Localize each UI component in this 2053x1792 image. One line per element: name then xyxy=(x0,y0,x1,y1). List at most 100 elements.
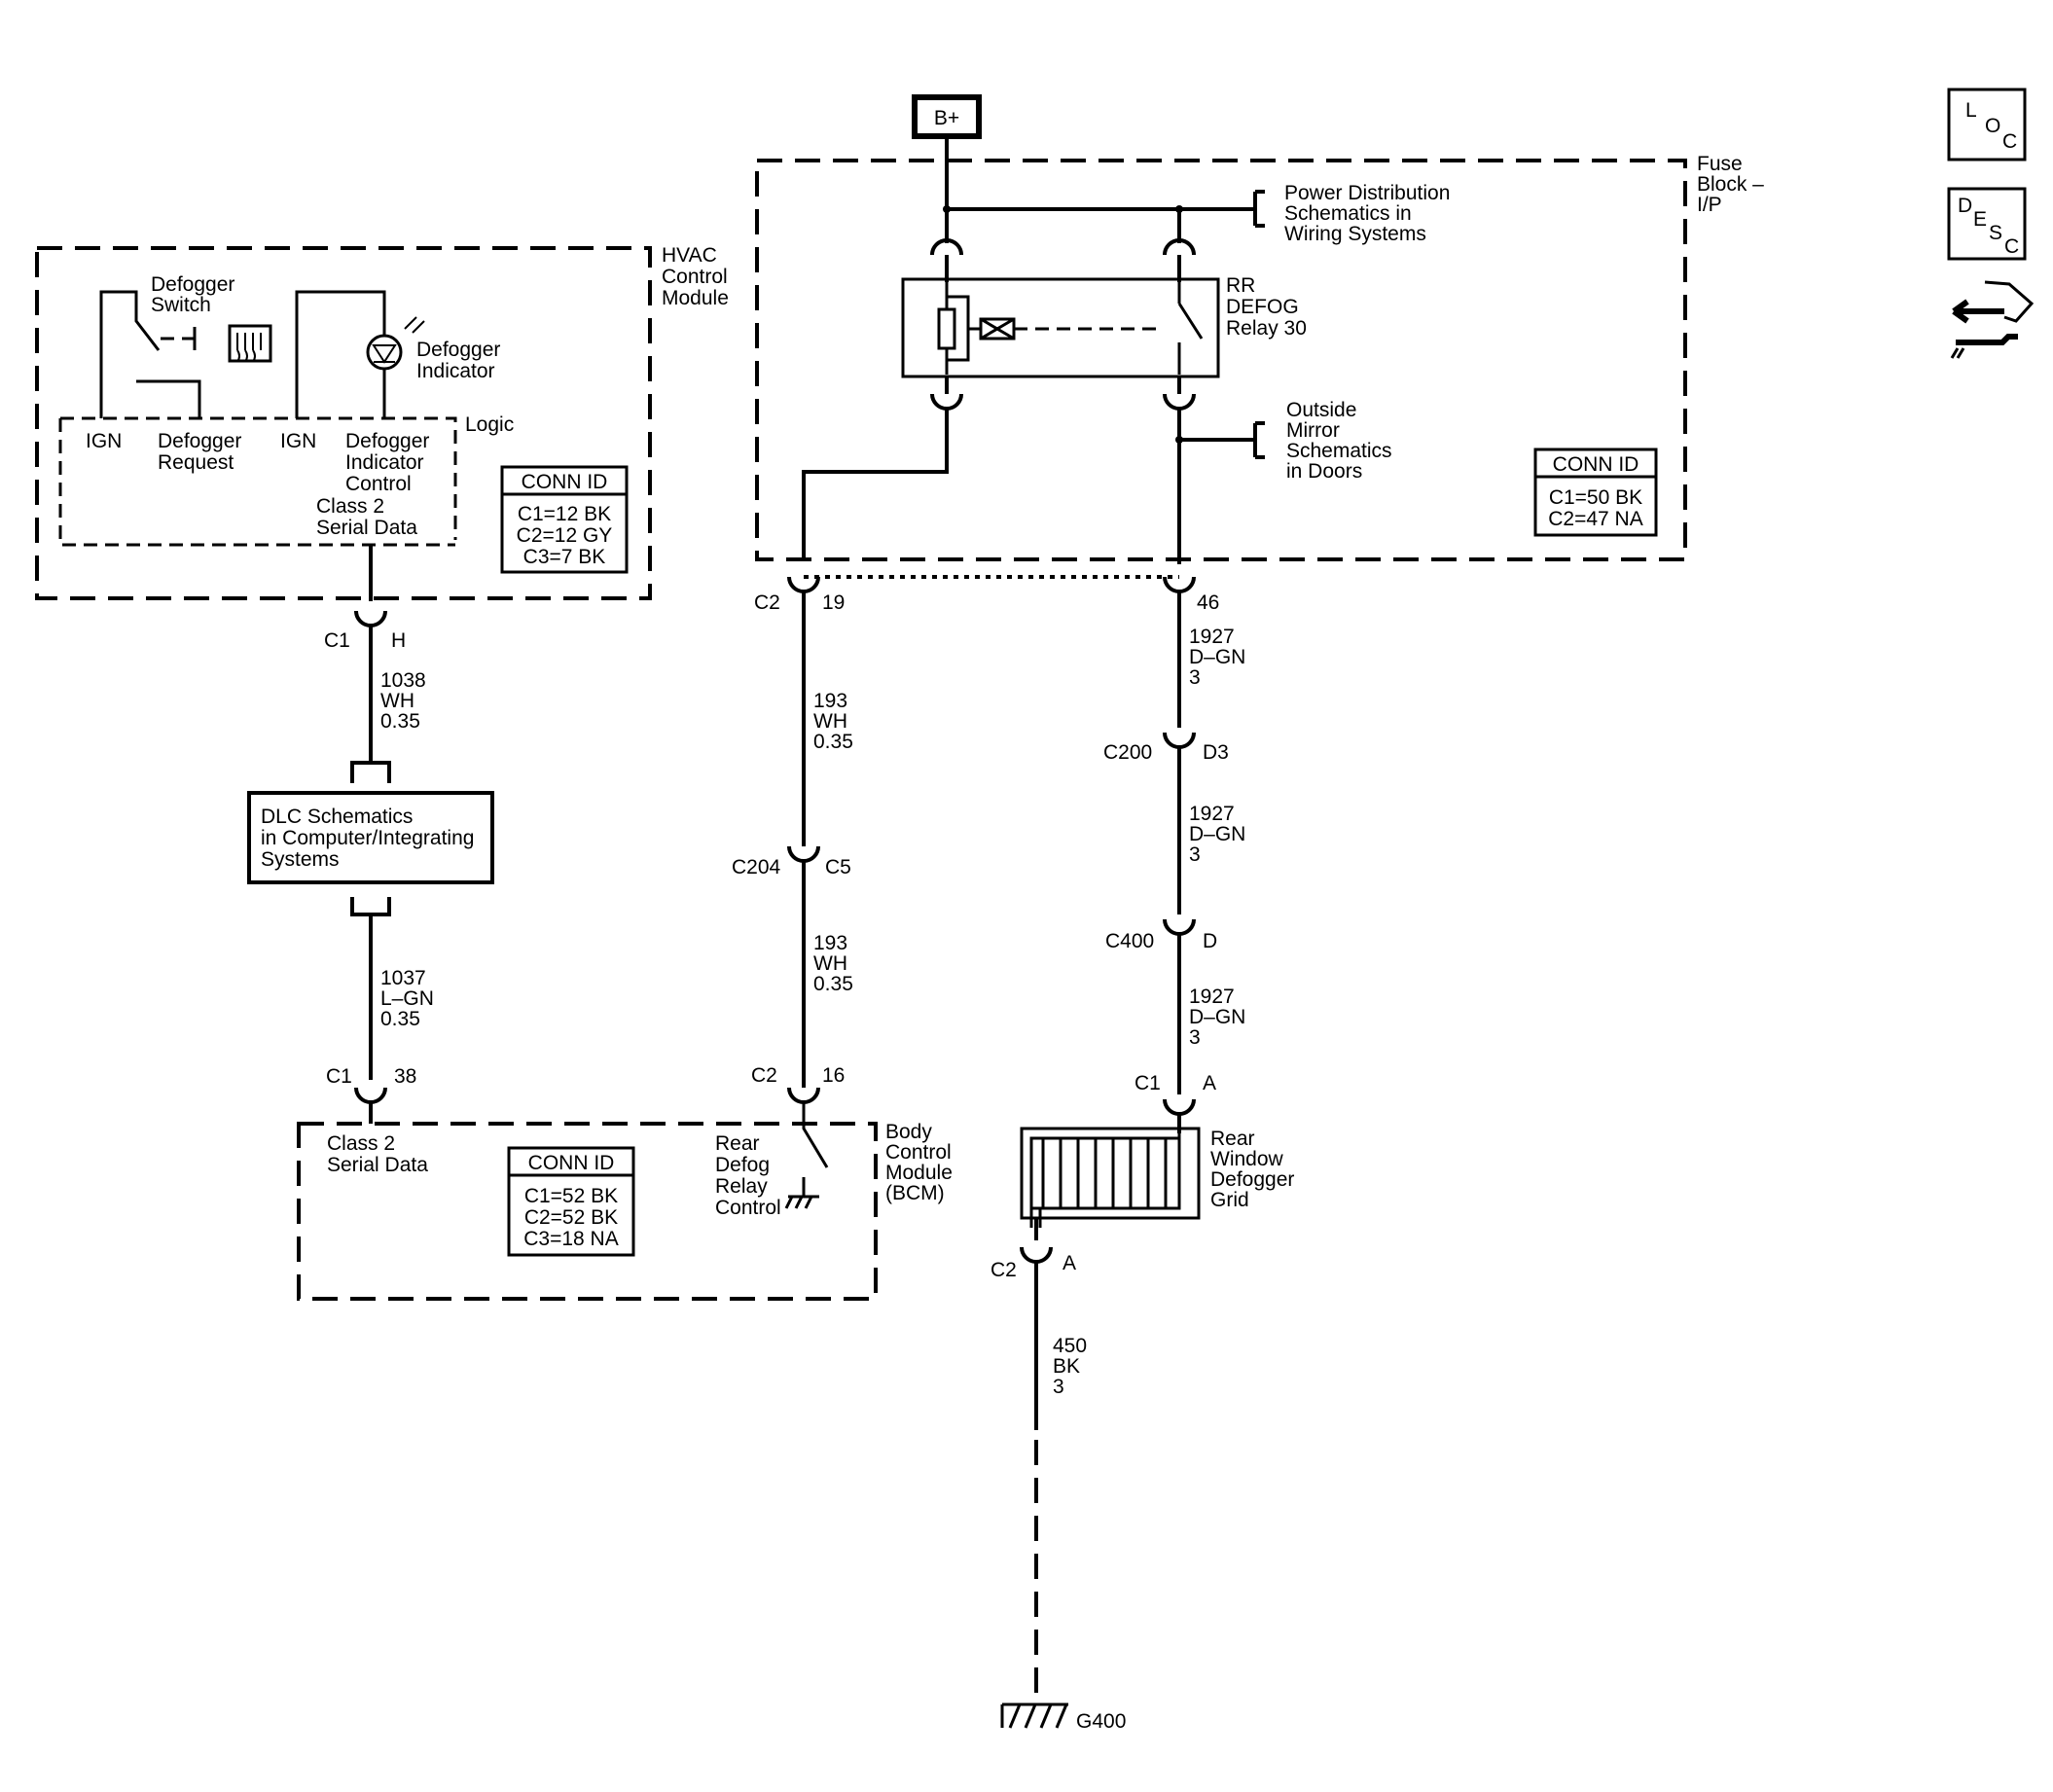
relay-coil-wire xyxy=(802,409,949,557)
wire-1927-1-c: 3 xyxy=(1189,666,1201,689)
wire-1037-b: L–GN xyxy=(380,987,434,1010)
relay-label-3: Relay 30 xyxy=(1226,317,1307,340)
hvac-label-2: Control xyxy=(662,266,728,288)
fuse-block-label-3: I/P xyxy=(1697,194,1722,216)
relay-control-label-1: Rear xyxy=(715,1132,760,1155)
bcm-conn-id: CONN ID C1=52 BK C2=52 BK C3=18 NA xyxy=(507,1146,635,1257)
wire-1038-a: 1038 xyxy=(380,669,426,692)
loc-letter-o: O xyxy=(1985,115,2000,137)
wire-1038-c: 0.35 xyxy=(380,710,420,733)
fuse-block-conn-id-row-2: C2=47 NA xyxy=(1548,508,1642,530)
wire-1927-3-c: 3 xyxy=(1189,1026,1201,1049)
relay-label-1: RR xyxy=(1226,274,1255,297)
hvac-serial-1: Class 2 xyxy=(316,495,384,518)
wire-1927-2-a: 1927 xyxy=(1189,803,1235,825)
wire-450-c: 3 xyxy=(1053,1376,1064,1398)
bcm-c1-pin: 38 xyxy=(394,1065,416,1088)
wire-1927-1-a: 1927 xyxy=(1189,626,1235,648)
loc-button[interactable]: L O C xyxy=(1947,88,2027,161)
dlc-label-1: DLC Schematics xyxy=(261,806,413,828)
bcm-label-2: Control xyxy=(885,1141,952,1164)
wire-193-lower-2: WH xyxy=(813,952,847,975)
wire-1927-2-b: D–GN xyxy=(1189,823,1245,845)
c2-fuse-pin-46: 46 xyxy=(1197,591,1219,614)
bcm-label-3: Module xyxy=(885,1162,953,1184)
loc-letter-c: C xyxy=(2002,130,2017,153)
wire-193-upper-3: 0.35 xyxy=(813,731,853,753)
c400-connector: C400 xyxy=(1105,930,1154,952)
c400-pin: D xyxy=(1203,930,1217,952)
c200-connector: C200 xyxy=(1103,741,1152,764)
desc-button[interactable]: D E S C xyxy=(1947,187,2027,261)
hvac-label-1: HVAC xyxy=(662,244,717,267)
grid-label-4: Grid xyxy=(1210,1189,1249,1211)
rear-window-defogger-grid: Rear Window Defogger Grid xyxy=(1020,1127,1294,1228)
bcm-label-1: Body xyxy=(885,1121,932,1143)
bcm-conn-id-row-2: C2=52 BK xyxy=(524,1206,618,1229)
fuse-block-conn-id-row-1: C1=50 BK xyxy=(1549,486,1642,509)
indicator-label-2: Indicator xyxy=(416,360,495,382)
logic-label: Logic xyxy=(465,413,514,436)
battery-positive: B+ xyxy=(912,94,982,139)
relay-control-ground-icon xyxy=(784,1195,819,1209)
c2-fuse-connector: C2 xyxy=(754,591,780,614)
wire-1037-a: 1037 xyxy=(380,967,426,989)
pin-indicator-1: Defogger xyxy=(345,430,429,452)
c200-pin: D3 xyxy=(1203,741,1229,764)
wire-450-b: BK xyxy=(1053,1355,1080,1378)
hvac-conn-id-title: CONN ID xyxy=(522,471,608,493)
fuse-block-conn-id: CONN ID C1=50 BK C2=47 NA xyxy=(1533,448,1658,537)
fuse-block: Fuse Block – I/P CONN ID C1=50 BK C2=47 … xyxy=(755,153,1764,561)
b-plus-bus-wire xyxy=(945,138,1255,211)
wire-1927-3-b: D–GN xyxy=(1189,1006,1245,1028)
dlc-label-2: in Computer/Integrating xyxy=(261,827,474,849)
dlc-schematics-ref: DLC Schematics in Computer/Integrating S… xyxy=(247,791,494,884)
mirror-ref-2: Mirror xyxy=(1286,419,1340,442)
desc-letter-d: D xyxy=(1958,195,1972,217)
pin-request-1: Defogger xyxy=(158,430,241,452)
mirror-ref-4: in Doors xyxy=(1286,460,1362,483)
g400-label: G400 xyxy=(1076,1710,1126,1733)
battery-positive-label: B+ xyxy=(934,107,959,129)
relay-control-label-3: Relay xyxy=(715,1175,768,1198)
fuse-block-conn-id-title: CONN ID xyxy=(1553,453,1639,476)
fuse-block-label-2: Block – xyxy=(1697,173,1764,196)
relay-control-label-2: Defog xyxy=(715,1154,770,1176)
bcm-c1-connector: C1 xyxy=(326,1065,352,1088)
wire-1927-1-b: D–GN xyxy=(1189,646,1245,668)
hand-wrench-icon[interactable] xyxy=(1950,280,2035,359)
c204-connector: C204 xyxy=(732,856,781,878)
grid-label-1: Rear xyxy=(1210,1128,1255,1150)
dlc-label-3: Systems xyxy=(261,848,340,871)
mirror-ref-3: Schematics xyxy=(1286,440,1392,462)
hvac-conn-id-row-2: C2=12 GY xyxy=(517,524,613,547)
desc-letter-s: S xyxy=(1989,222,2002,244)
bcm-serial-1: Class 2 xyxy=(327,1132,395,1155)
rear-defrost-icon xyxy=(228,324,272,363)
grid-label-3: Defogger xyxy=(1210,1168,1294,1191)
wire-193-upper-1: 193 xyxy=(813,690,847,712)
grid-c1-connector: C1 xyxy=(1135,1072,1161,1094)
relay-control-label-4: Control xyxy=(715,1197,781,1219)
pin-indicator-3: Control xyxy=(345,473,412,495)
fuse-block-label-1: Fuse xyxy=(1697,153,1743,175)
wire-193-lower-1: 193 xyxy=(813,932,847,954)
hvac-conn-id-row-1: C1=12 BK xyxy=(518,503,611,525)
mirror-ref-1: Outside xyxy=(1286,399,1356,421)
c204-pin: C5 xyxy=(825,856,851,878)
hvac-c1-connector: C1 xyxy=(324,629,350,652)
ground-c2-pin: A xyxy=(1063,1252,1076,1274)
bcm-label-4: (BCM) xyxy=(885,1182,945,1204)
c2-bcm-pin: 16 xyxy=(822,1064,845,1087)
power-dist-ref-1: Power Distribution xyxy=(1284,182,1450,204)
body-control-module: Body Control Module (BCM) Class 2 Serial… xyxy=(297,1121,953,1301)
pin-request-2: Request xyxy=(158,451,234,474)
wire-1927-2-c: 3 xyxy=(1189,843,1201,866)
grid-c1-pin: A xyxy=(1203,1072,1216,1094)
wire-1927-3-a: 1927 xyxy=(1189,986,1235,1008)
loc-letter-l: L xyxy=(1965,99,1977,122)
c2-fuse-pin-19: 19 xyxy=(822,591,845,614)
wire-193-upper-2: WH xyxy=(813,710,847,733)
switch-label-1: Defogger xyxy=(151,273,234,296)
indicator-lamp-icon xyxy=(366,334,403,371)
